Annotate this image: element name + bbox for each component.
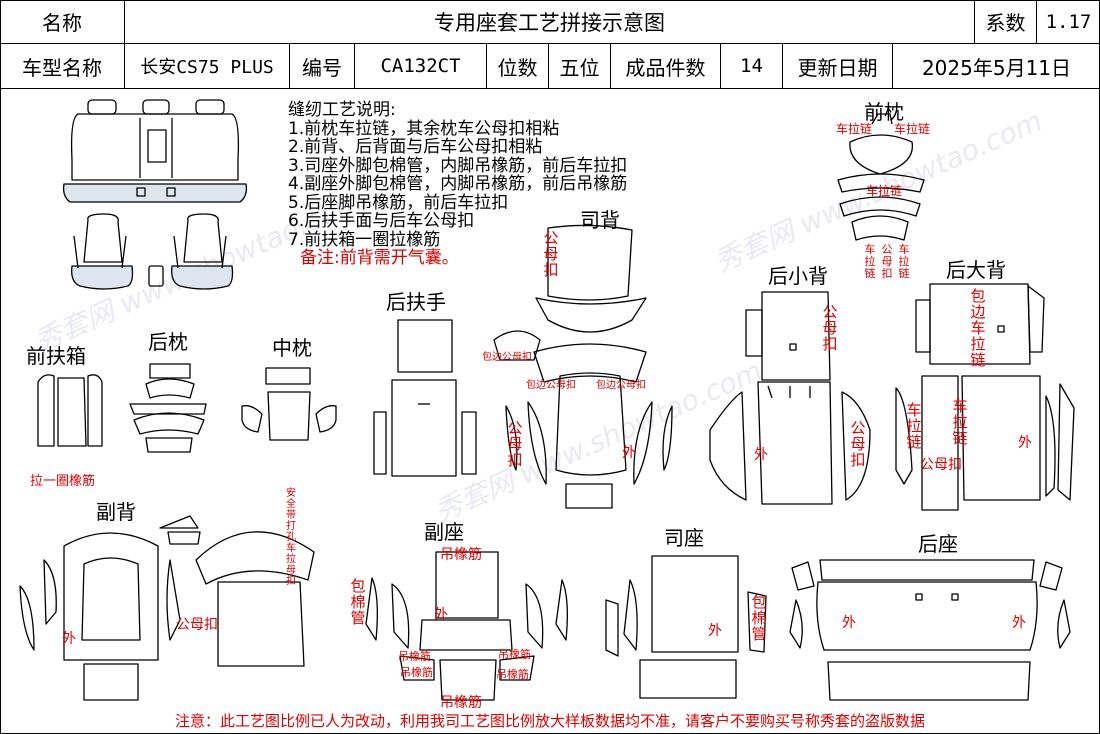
section-rear-big-back: 后大背	[946, 258, 1006, 282]
annot-elastic: 吊橡筋	[440, 547, 482, 563]
front-pillow-pattern	[837, 113, 925, 241]
annot-outer: 外	[622, 445, 636, 461]
code-value: CA132CT	[355, 44, 487, 88]
driver-back-pattern	[493, 224, 673, 509]
front-armbox-pattern	[37, 374, 103, 447]
seat-overview-illustration	[62, 99, 248, 290]
section-middle-pillow: 中枕	[272, 336, 312, 360]
name-label: 名称	[0, 0, 125, 43]
annot-zipper: 车拉链	[836, 122, 873, 136]
passenger-back-pattern	[19, 515, 315, 701]
annot-zipper: 车拉链	[894, 122, 931, 136]
annot-edge-zipper-vertical: 包边车拉链	[970, 287, 986, 369]
notes-item: 3.司座外脚包棉管，内脚吊橡筋，前后车拉扣	[288, 155, 628, 176]
notes-title: 缝纫工艺说明:	[288, 100, 396, 120]
annot-outer: 外	[434, 607, 448, 623]
pieces-value: 14	[721, 44, 783, 88]
section-rear-pillow: 后枕	[148, 330, 188, 354]
annot-zipper-vertical: 车拉链	[898, 243, 910, 280]
annot-elastic: 吊橡筋	[398, 650, 431, 663]
section-driver-back: 司背	[580, 208, 620, 232]
rear-small-back-pattern	[709, 291, 871, 505]
middle-pillow-pattern	[241, 367, 337, 441]
section-driver-seat: 司座	[664, 526, 704, 550]
rear-big-back-pattern	[895, 283, 1075, 511]
section-front-pillow: 前枕	[864, 100, 904, 124]
annot-zipper-vertical: 车拉链	[952, 397, 968, 447]
annot-outer: 外	[1018, 435, 1032, 451]
info-row: 车型名称 长安CS75 PLUS 编号 CA132CT 位数 五位 成品件数 1…	[0, 44, 1100, 89]
notes-item: 1.前枕车拉链，其余枕车公母扣相粘	[288, 118, 560, 139]
seats-value: 五位	[549, 44, 611, 88]
annot-elastic: 吊橡筋	[498, 648, 531, 661]
date-label: 更新日期	[783, 44, 893, 88]
annot-zipper-vertical: 车拉链	[864, 243, 876, 280]
model-label: 车型名称	[0, 44, 125, 88]
section-rear-seat: 后座	[918, 532, 958, 556]
rear-armrest-pattern	[373, 319, 477, 477]
annot-belt-hole-vertical: 安全带打孔车拉母扣	[286, 488, 296, 587]
section-front-armbox: 前扶箱	[26, 344, 86, 368]
annot-snap-vertical: 公母扣	[543, 229, 559, 279]
annot-elastic: 吊橡筋	[496, 668, 529, 681]
annot-elastic-ring: 拉一圈橡筋	[30, 474, 96, 489]
notes-item: 6.后扶手面与后车公母扣	[288, 211, 475, 231]
annot-foam-tube-vertical: 包棉管	[350, 577, 366, 627]
page-title: 专用座套工艺拼接示意图	[125, 0, 975, 43]
passenger-seat-pattern	[365, 551, 568, 701]
rear-pillow-pattern	[129, 363, 207, 453]
annot-foam-tube-vertical: 包棉管	[751, 593, 767, 643]
annot-outer: 外	[1012, 615, 1026, 631]
sewing-notes: 缝纫工艺说明: 1.前枕车拉链，其余枕车公母扣相粘 2.前背、后背面与后车公母扣…	[288, 101, 627, 268]
annot-outer: 外	[754, 447, 768, 463]
section-rear-armrest: 后扶手	[386, 290, 446, 314]
coef-value: 1.17	[1045, 10, 1092, 33]
annot-snap-vertical: 公母扣	[822, 303, 838, 353]
annot-outer: 外	[708, 623, 722, 639]
notes-remark: 备注:前背需开气囊。	[300, 248, 459, 268]
annot-zipper-vertical: 车拉链	[906, 401, 922, 451]
code-label: 编号	[290, 44, 355, 88]
section-passenger-seat: 副座	[424, 520, 464, 544]
annot-snap-vertical: 公母扣	[850, 419, 866, 469]
annot-elastic: 吊橡筋	[440, 695, 482, 711]
model-value: 长安CS75 PLUS	[125, 44, 290, 88]
annot-snap: 公母扣	[176, 617, 218, 633]
annot-snap-vertical: 公母扣	[881, 243, 893, 280]
notes-item: 2.前背、后背面与后车公母扣相粘	[288, 137, 543, 157]
annot-outer: 外	[62, 631, 76, 647]
annot-edge-snap: 包边公母扣	[482, 352, 532, 363]
notes-item: 7.前扶箱一圈拉橡筋	[288, 229, 441, 250]
annot-elastic: 吊橡筋	[400, 666, 433, 679]
driver-seat-pattern	[605, 555, 767, 699]
copyright-notice: 注意：此工艺图比例已人为改动，利用我司工艺图比例放大样板数据均不准，请客户不要购…	[174, 712, 925, 730]
annot-edge-snap: 包边公母扣	[596, 380, 646, 391]
coef-label: 系数	[975, 0, 1037, 43]
header-row: 名称 专用座套工艺拼接示意图 系数 1.17	[0, 0, 1100, 44]
notes-item: 4.副座外脚包棉管，内脚吊橡筋，前后吊橡筋	[288, 174, 628, 194]
annot-snap: 公母扣	[920, 457, 962, 473]
section-rear-small-back: 后小背	[768, 264, 828, 288]
date-value: 2025年5月11日	[921, 55, 1072, 80]
notes-item: 5.后座脚吊橡筋，前后车拉扣	[288, 192, 509, 213]
section-passenger-back: 副背	[96, 500, 136, 524]
annot-zipper: 车拉链	[866, 184, 903, 198]
annot-edge-snap: 包边公母扣	[526, 380, 576, 391]
seats-label: 位数	[487, 44, 549, 88]
pieces-label: 成品件数	[611, 44, 721, 88]
annot-snap-vertical: 公母扣	[507, 419, 523, 469]
rear-seat-pattern	[789, 559, 1071, 701]
annot-outer: 外	[842, 615, 856, 631]
